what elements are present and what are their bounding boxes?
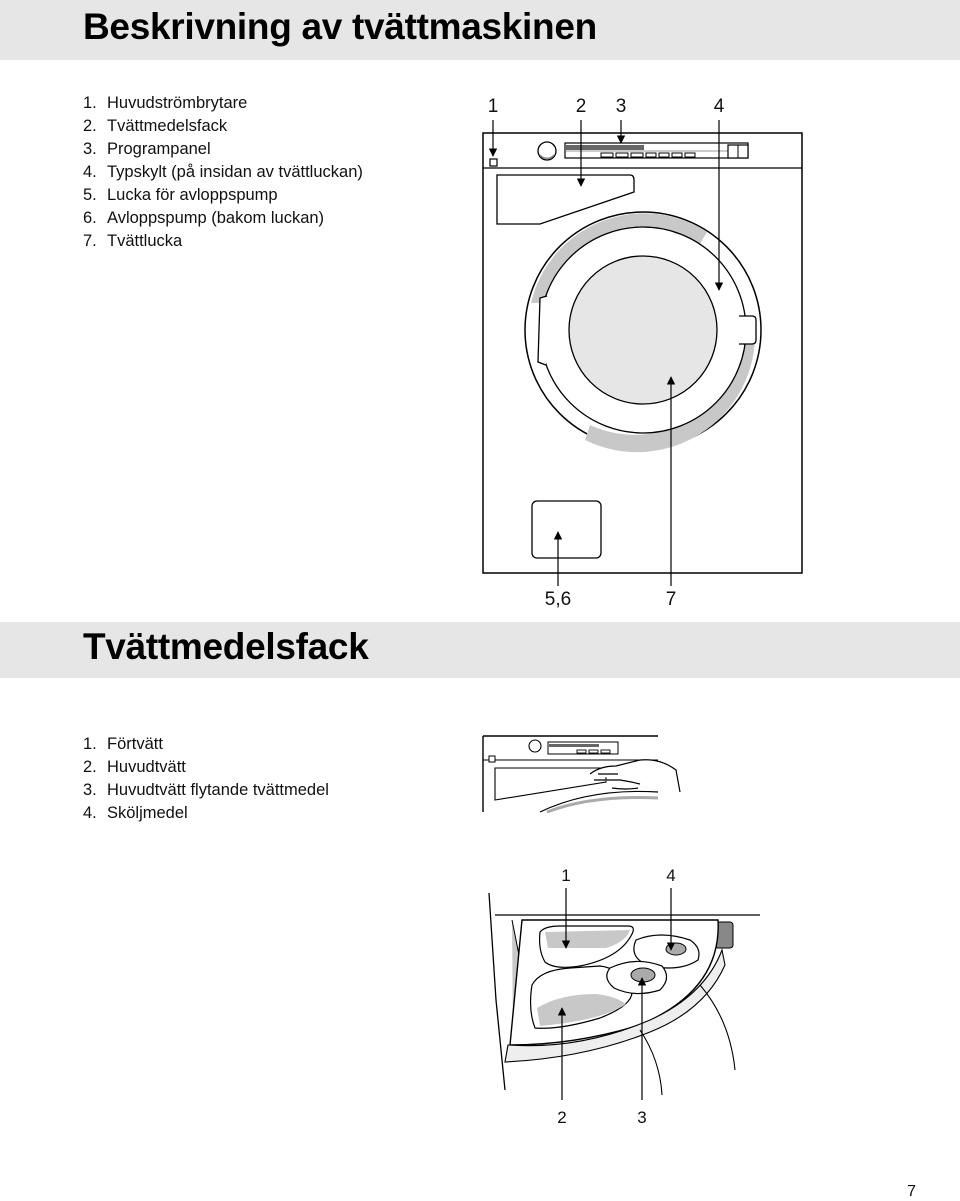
list-item: 5.Lucka för avloppspump bbox=[83, 186, 278, 204]
list-item: 1.Huvudströmbrytare bbox=[83, 94, 248, 112]
washing-machine-illustration bbox=[482, 120, 803, 586]
callout-label: 1 bbox=[561, 866, 571, 885]
section-title: Tvättmedelsfack bbox=[83, 626, 369, 667]
list-item: 4.Typskylt (på insidan av tvättluckan) bbox=[83, 163, 363, 181]
page-number: 7 bbox=[907, 1183, 916, 1200]
detergent-drawer-illustration bbox=[488, 888, 760, 1100]
callout-label: 1 bbox=[487, 96, 499, 117]
callout-label: 5,6 bbox=[544, 589, 572, 610]
drawer-opening-illustration bbox=[482, 735, 681, 814]
callout-label: 4 bbox=[666, 866, 676, 885]
drawer-compartments-list: 1.Förtvätt 2.Huvudtvätt 3.Huvudtvätt fly… bbox=[83, 733, 329, 825]
callout-label: 2 bbox=[557, 1108, 567, 1127]
parts-list: 1.Huvudströmbrytare 2.Tvättmedelsfack 3.… bbox=[83, 92, 363, 253]
section-header-band: Beskrivning av tvättmaskinen bbox=[0, 0, 960, 60]
list-item: 1.Förtvätt bbox=[83, 735, 163, 753]
list-item: 3.Huvudtvätt flytande tvättmedel bbox=[83, 781, 329, 799]
callout-label: 3 bbox=[637, 1108, 647, 1127]
section-title: Beskrivning av tvättmaskinen bbox=[83, 6, 597, 47]
callout-label: 3 bbox=[615, 96, 627, 117]
callout-label: 2 bbox=[575, 96, 587, 117]
callout-label: 7 bbox=[665, 589, 677, 610]
list-item: 4.Sköljmedel bbox=[83, 804, 188, 822]
list-item: 2.Huvudtvätt bbox=[83, 758, 186, 776]
list-item: 2.Tvättmedelsfack bbox=[83, 117, 228, 135]
section-header-band: Tvättmedelsfack bbox=[0, 622, 960, 678]
list-item: 7.Tvättlucka bbox=[83, 232, 183, 250]
list-item: 6.Avloppspump (bakom luckan) bbox=[83, 209, 325, 227]
list-item: 3.Programpanel bbox=[83, 140, 211, 158]
callout-label: 4 bbox=[713, 96, 725, 117]
